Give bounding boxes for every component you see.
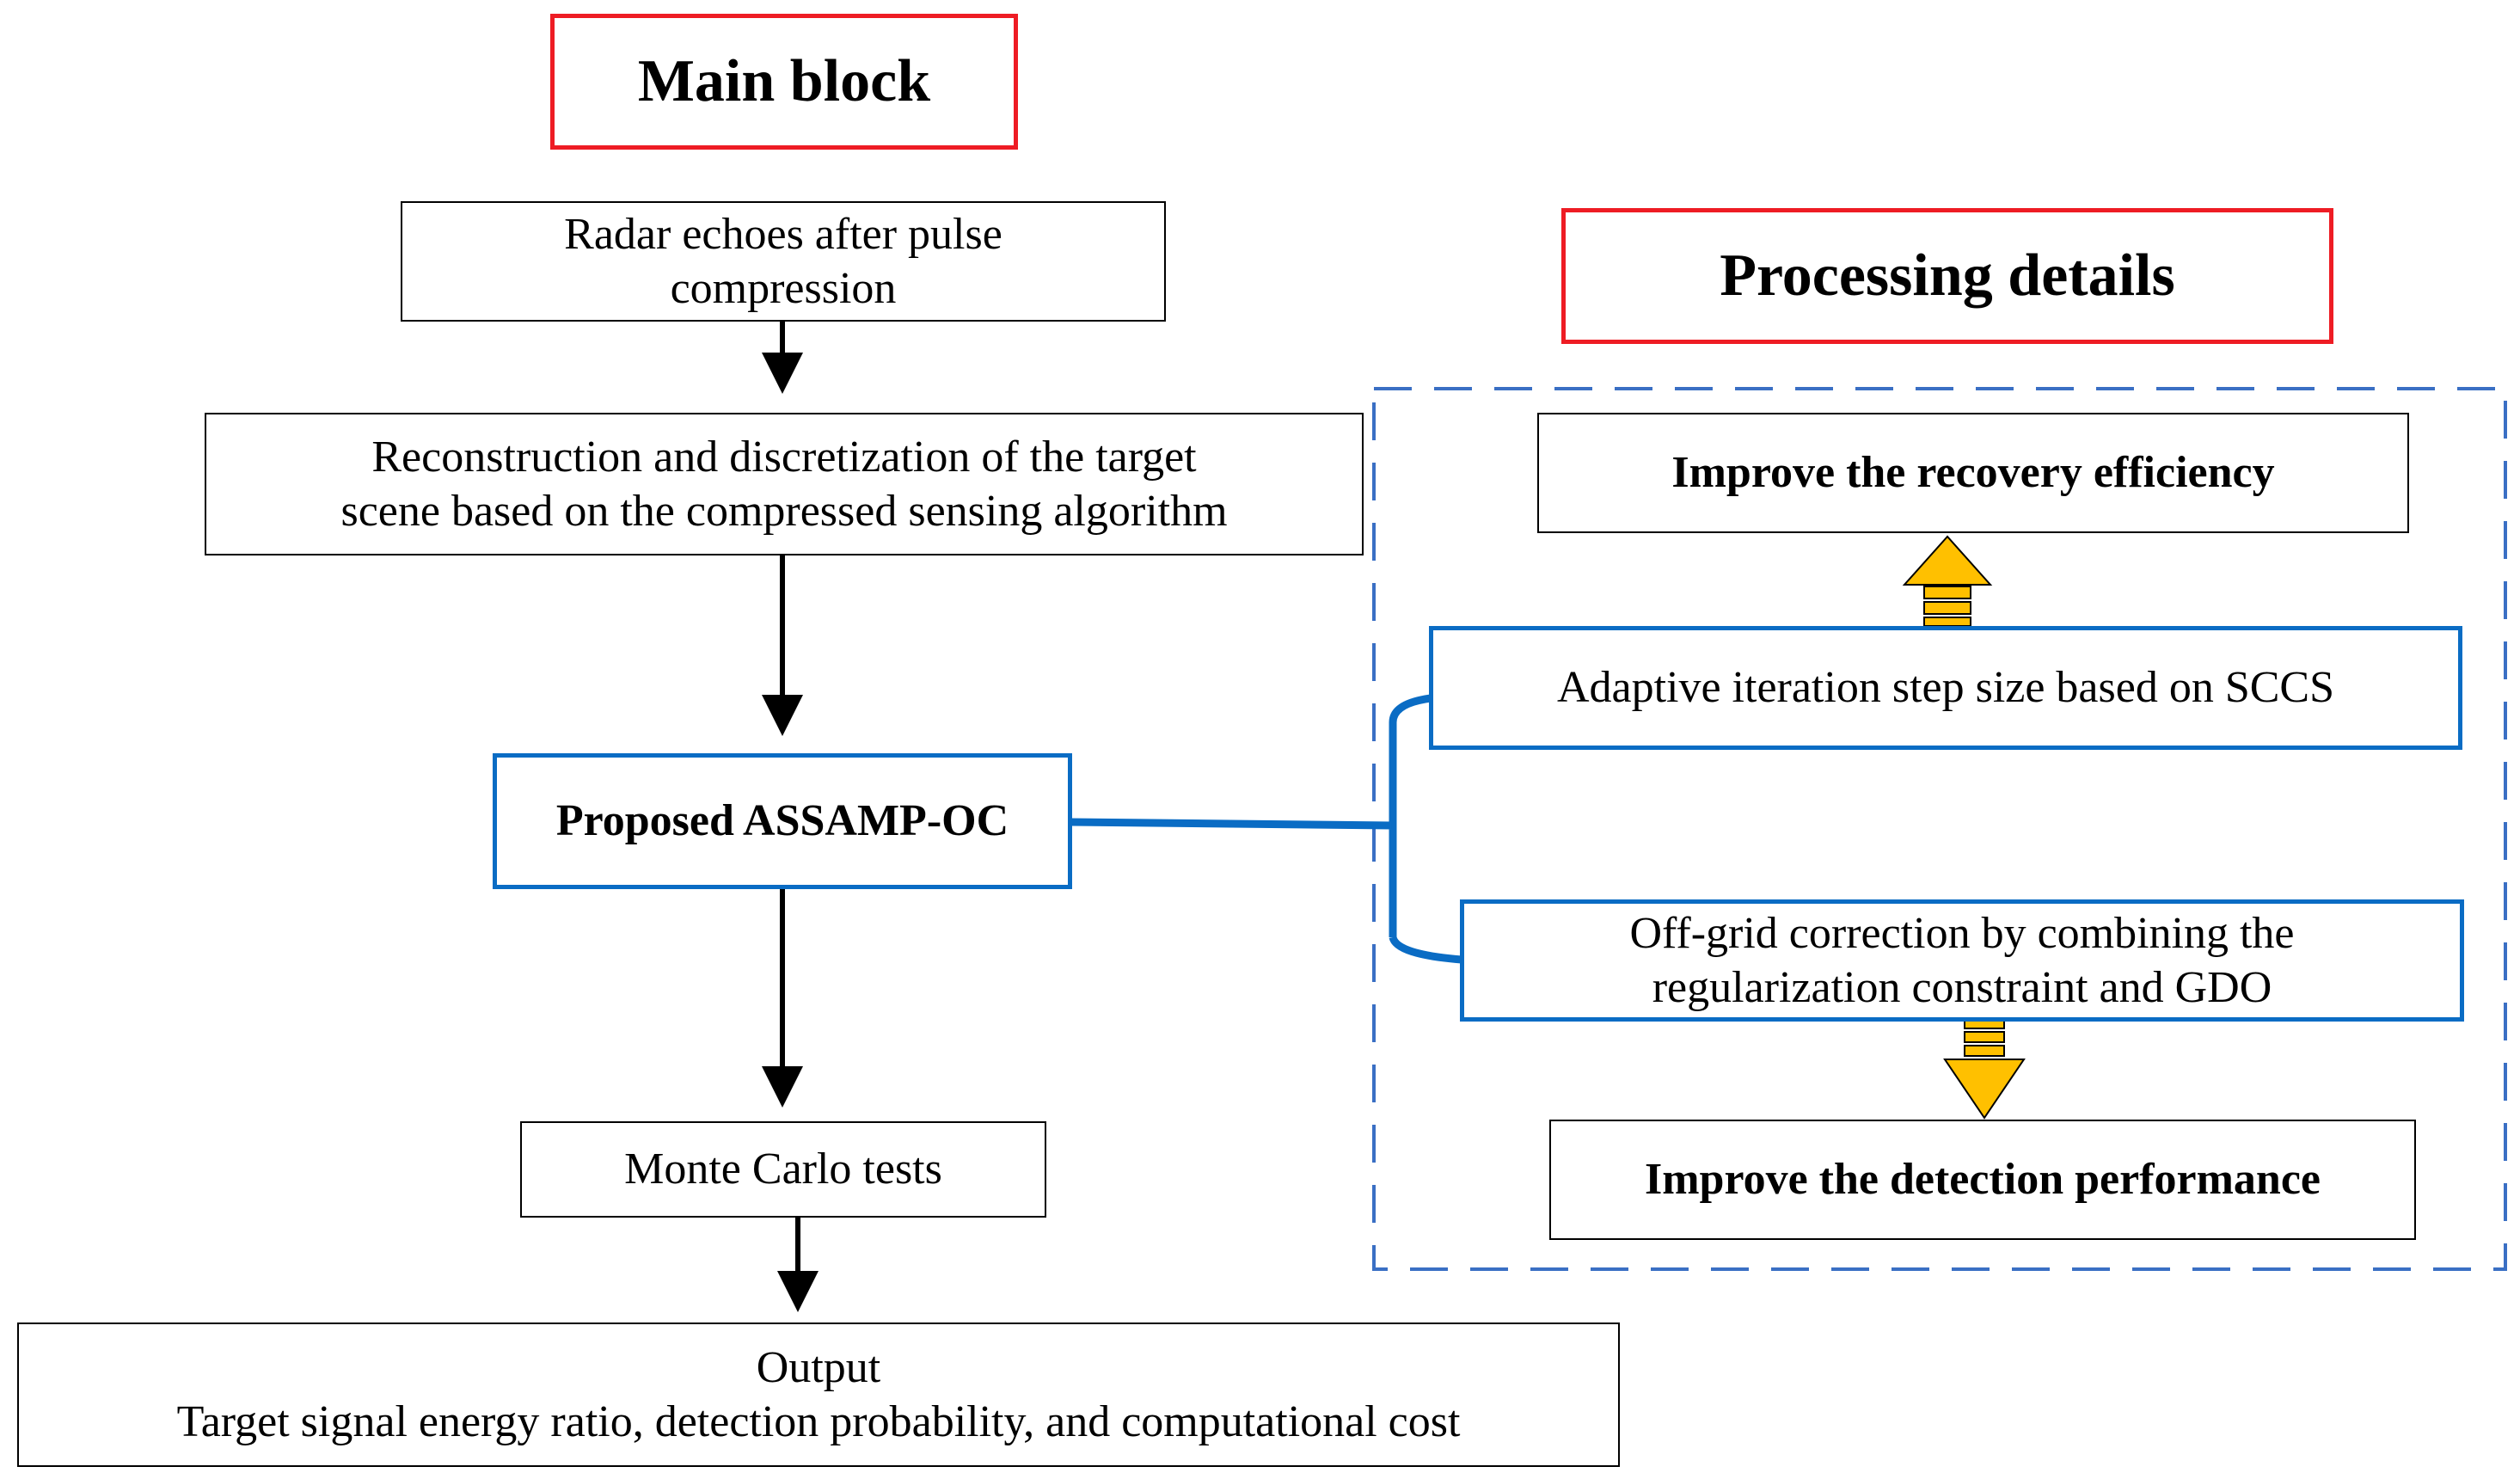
main-block-title: Main block [637, 48, 931, 115]
improve-recovery-efficiency: Improve the recovery efficiency [1537, 413, 2409, 533]
step-monte-carlo-label: Monte Carlo tests [624, 1145, 942, 1194]
assamp-to-details-connector [1070, 694, 1462, 964]
adaptive-iteration-step-label: Adaptive iteration step size based on SC… [1556, 663, 2335, 713]
output-title: Output [756, 1342, 881, 1392]
improve-detection-performance: Improve the detection performance [1549, 1120, 2416, 1240]
improve-detection-performance-label: Improve the detection performance [1644, 1155, 2321, 1205]
up-arrow-icon [1902, 535, 1993, 627]
step-radar-echoes: Radar echoes after pulse compression [401, 201, 1166, 322]
step-proposed-assamp-oc-label: Proposed ASSAMP-OC [555, 796, 1009, 846]
down-arrow-icon [1943, 1019, 2026, 1120]
offgrid-correction-line2: regularization constraint and GDO [1652, 963, 2272, 1012]
step-monte-carlo: Monte Carlo tests [520, 1121, 1046, 1218]
output-text: Target signal energy ratio, detection pr… [176, 1397, 1461, 1446]
step-reconstruction-line1: Reconstruction and discretization of the… [371, 432, 1197, 482]
step-proposed-assamp-oc: Proposed ASSAMP-OC [493, 753, 1072, 889]
offgrid-correction-line1: Off-grid correction by combining the [1629, 908, 2295, 958]
main-block-header: Main block [550, 14, 1018, 150]
adaptive-iteration-step: Adaptive iteration step size based on SC… [1429, 626, 2462, 750]
processing-details-title: Processing details [1720, 242, 2175, 310]
step-radar-echoes-line1: Radar echoes after pulse [564, 209, 1002, 259]
improve-recovery-efficiency-label: Improve the recovery efficiency [1671, 448, 2275, 498]
step-reconstruction-line2: scene based on the compressed sensing al… [340, 487, 1228, 536]
processing-details-header: Processing details [1561, 208, 2333, 344]
step-reconstruction: Reconstruction and discretization of the… [205, 413, 1364, 555]
output-box: Output Target signal energy ratio, detec… [17, 1323, 1620, 1467]
step-radar-echoes-line2: compression [670, 264, 897, 313]
offgrid-correction: Off-grid correction by combining the reg… [1460, 899, 2464, 1022]
